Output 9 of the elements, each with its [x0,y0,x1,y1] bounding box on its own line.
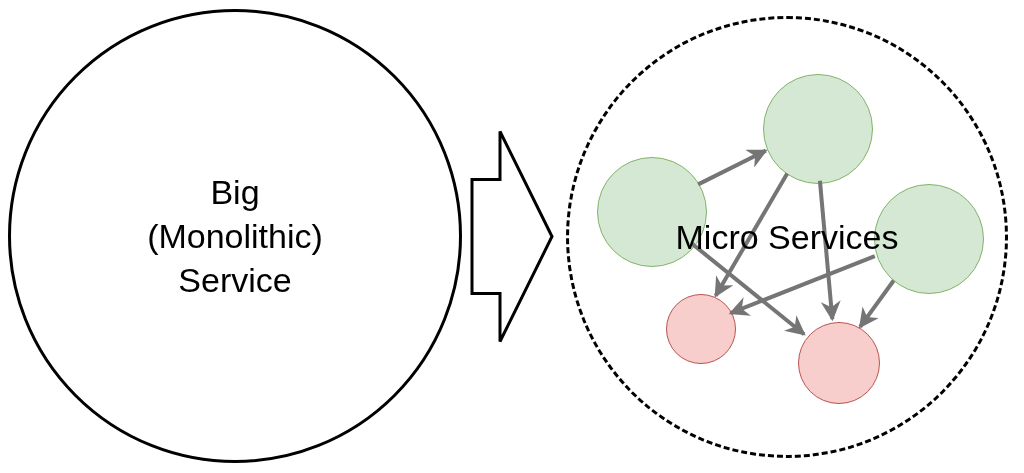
arrow [713,172,789,298]
service-label: Big (Monolithic) Service [146,171,324,302]
arrow [817,180,841,322]
arrow [697,148,768,187]
arrow [858,279,896,329]
arrow [728,254,876,316]
block-arrow [470,130,554,343]
service-label: Micro Services [675,216,899,258]
arrow [690,242,806,336]
